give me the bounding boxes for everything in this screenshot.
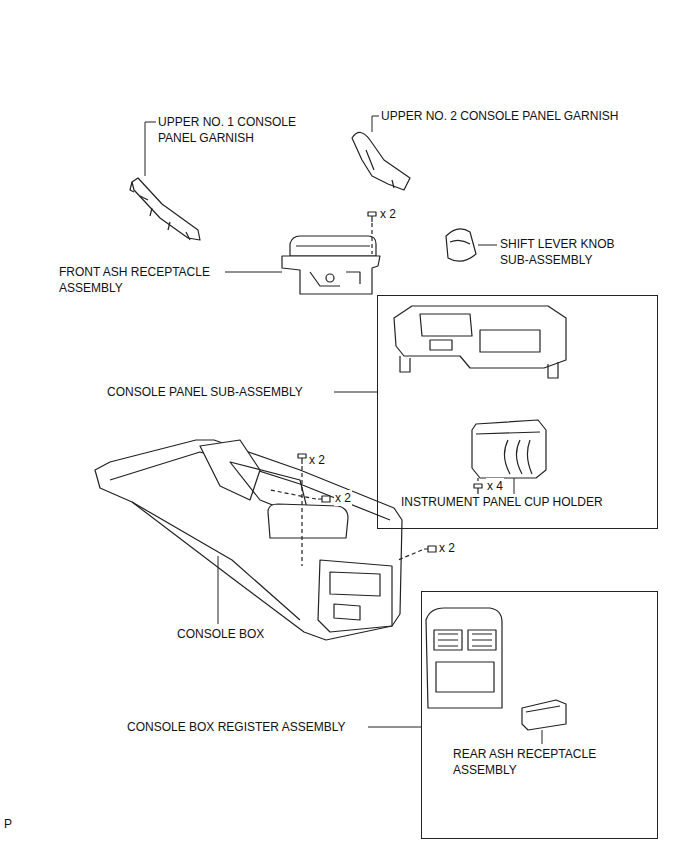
part-name: CONSOLE PANEL SUB-ASSEMBLY <box>106 384 304 400</box>
part-name: REAR ASH RECEPTACLE ASSEMBLY <box>452 746 614 778</box>
quantity-callout: x 4 <box>486 478 504 494</box>
part-name: CONSOLE BOX REGISTER ASSEMBLY <box>126 719 347 735</box>
part-name: CONSOLE BOX <box>176 626 265 642</box>
assembly-box: INSTRUMENT PANEL CUP HOLDERx 4 <box>377 295 658 529</box>
part-name: SHIFT LEVER KNOB SUB-ASSEMBLY <box>499 236 641 268</box>
quantity-callout: x 2 <box>379 206 397 222</box>
part-name: UPPER NO. 2 CONSOLE PANEL GARNISH <box>380 108 619 124</box>
quantity-callout: x 2 <box>438 540 456 556</box>
part-name: UPPER NO. 1 CONSOLE PANEL GARNISH <box>157 114 319 146</box>
quantity-callout: x 2 <box>334 490 352 506</box>
assembly-box: REAR ASH RECEPTACLE ASSEMBLY <box>421 591 658 839</box>
part-name: INSTRUMENT PANEL CUP HOLDER <box>400 494 604 510</box>
quantity-callout: x 2 <box>308 452 326 468</box>
part-name: FRONT ASH RECEPTACLE ASSEMBLY <box>58 264 225 296</box>
figure-code: P <box>3 816 13 832</box>
